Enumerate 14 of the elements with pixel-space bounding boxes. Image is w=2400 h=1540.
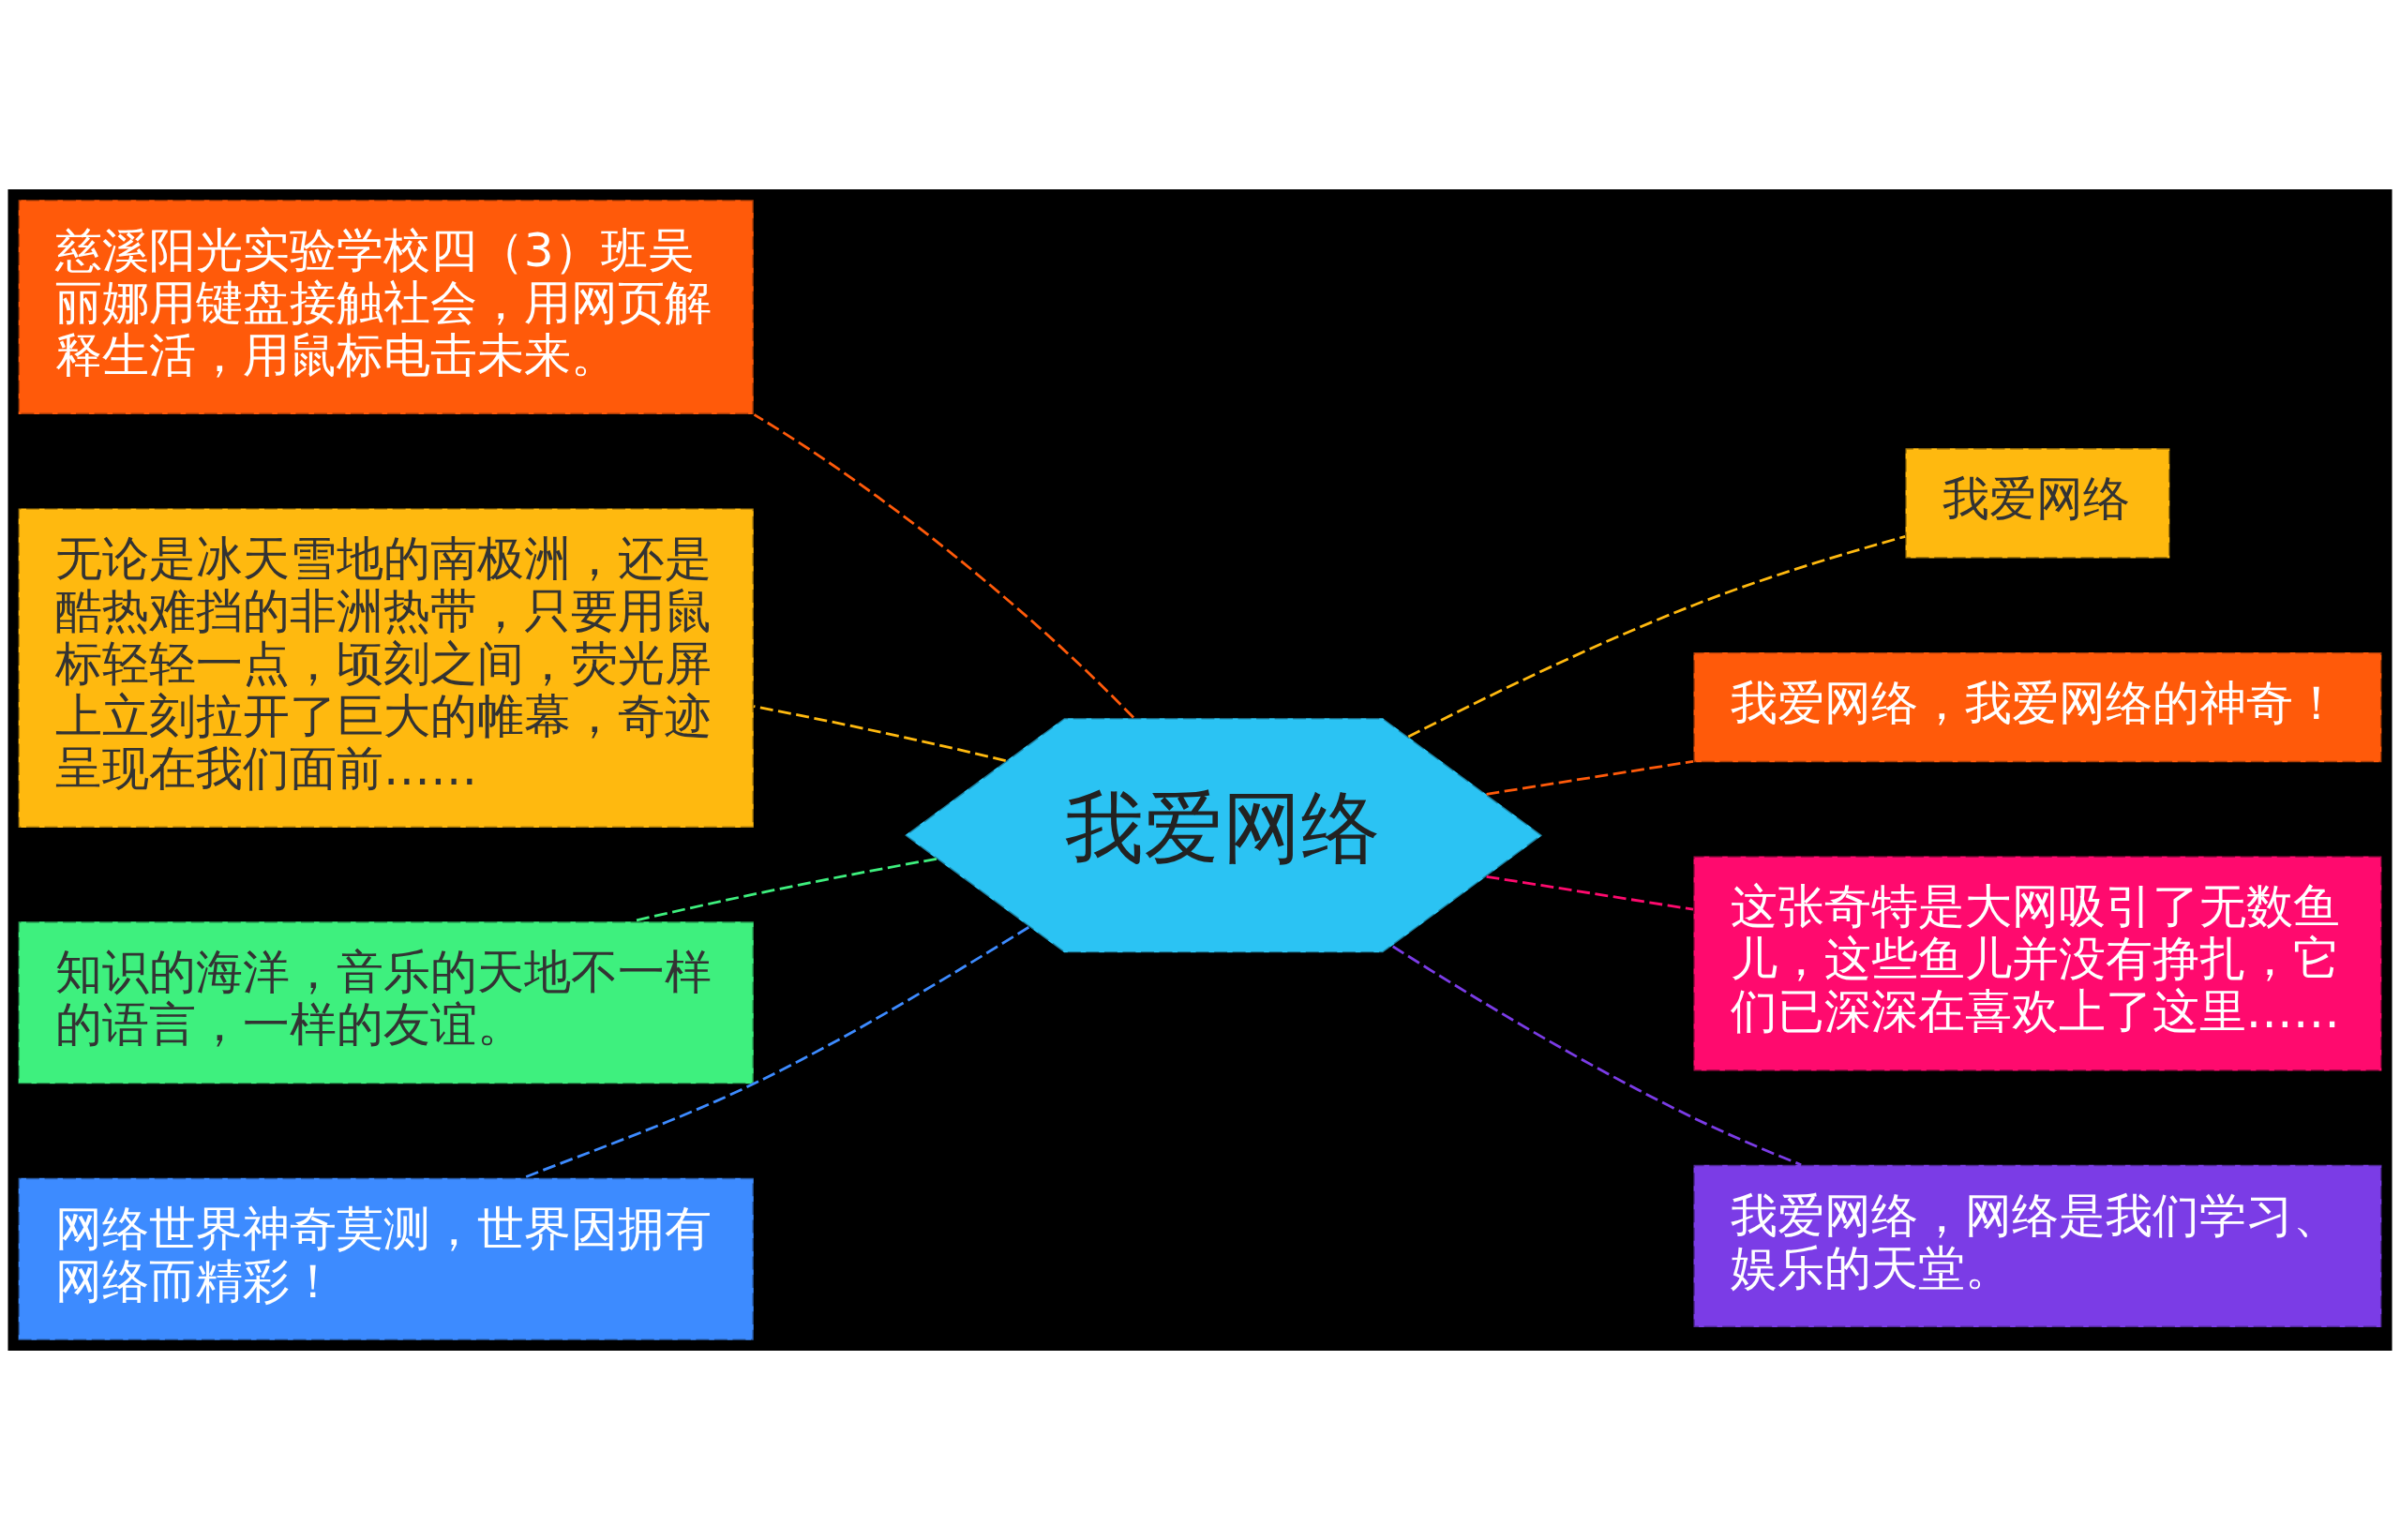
connector: [1486, 759, 1694, 796]
connector: [1407, 535, 1906, 739]
connector: [753, 413, 1134, 719]
node-box: 慈溪阳光实验学校四（3）班吴丽娜用键盘接触社会，用网页解释生活，用鼠标电击未来。: [17, 198, 756, 416]
node-box: 知识的海洋，音乐的天地不一样的语言，一样的友谊。: [17, 920, 756, 1085]
connector: [1486, 875, 1694, 911]
node-box: 我爱网络，我爱网络的神奇！: [1692, 650, 2383, 764]
node-box: 网络世界神奇莫测，世界因拥有网络而精彩！: [17, 1176, 756, 1342]
connector: [1392, 945, 1802, 1167]
node-box: 这张奇特是大网吸引了无数鱼儿，这些鱼儿并没有挣扎，它们已深深在喜欢上了这里……: [1692, 855, 2383, 1072]
node-box: 我爱网络: [1904, 446, 2171, 560]
connector: [753, 705, 1007, 762]
node-box: 无论是冰天雪地的南极洲，还是酷热难挡的非洲热带，只要用鼠标轻轻一点，顷刻之间，荧光屏上立刻拉开了巨大的帷幕，奇迹呈现在我们面前……: [17, 507, 756, 830]
node-box: 我爱网络，网络是我们学习、娱乐的天堂。: [1692, 1163, 2383, 1329]
